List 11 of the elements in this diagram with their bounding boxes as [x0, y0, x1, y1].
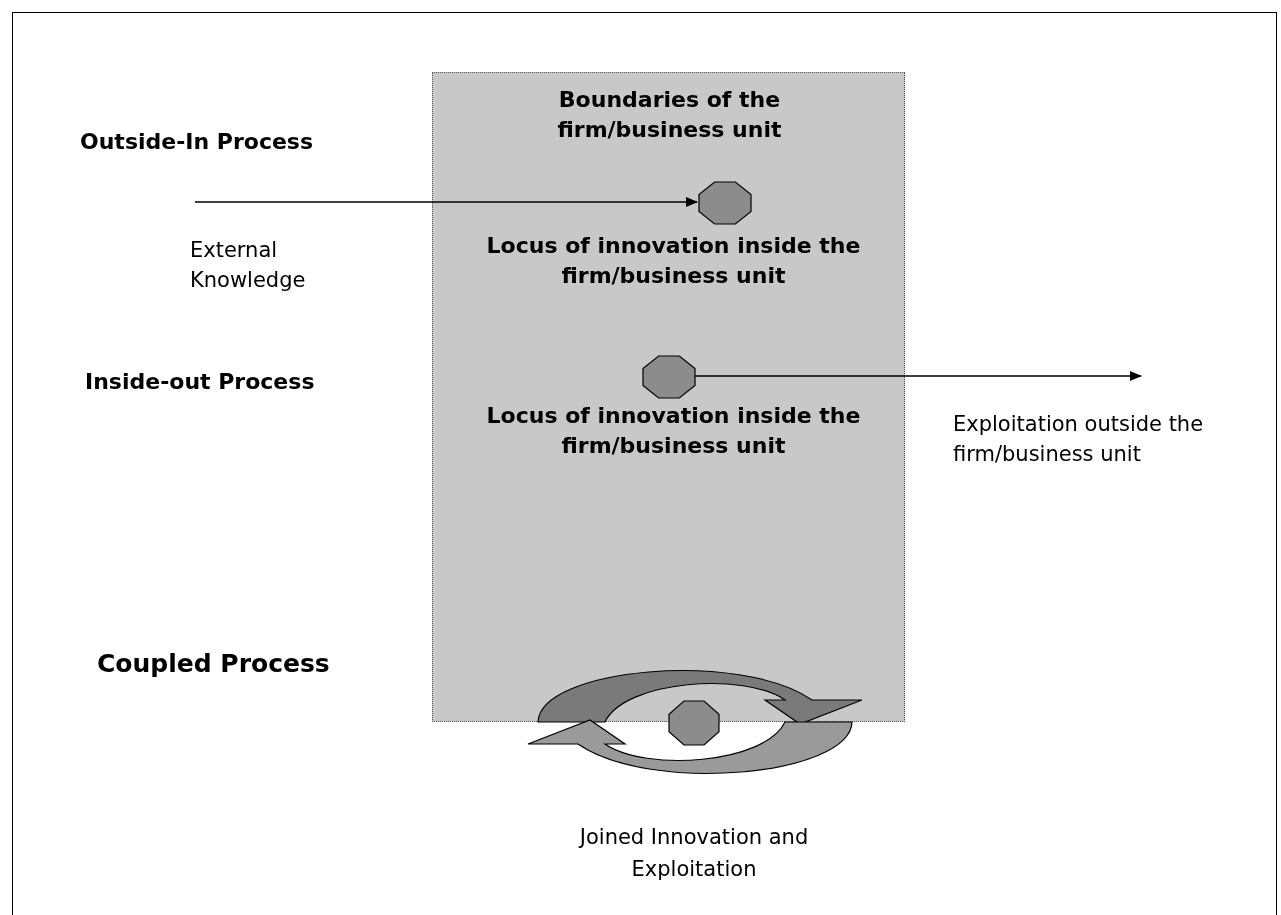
process-heading: Outside-In Process [80, 128, 315, 156]
arrow-caption: External Knowledge [190, 237, 307, 294]
node-caption: Joined Innovation and Exploitation [577, 824, 810, 883]
firm-boundary-band [432, 72, 905, 722]
process-heading: Coupled Process [97, 648, 331, 680]
locus-label: Locus of innovation inside the firm/business unit [485, 232, 862, 290]
process-heading: Inside-out Process [85, 368, 316, 396]
locus-label: Locus of innovation inside the firm/business unit [485, 402, 862, 460]
arrow [194, 197, 698, 207]
arrow-caption: Exploitation outside the firm/business unit [953, 411, 1205, 468]
boundary-title: Boundaries of the firm/business unit [556, 86, 783, 144]
